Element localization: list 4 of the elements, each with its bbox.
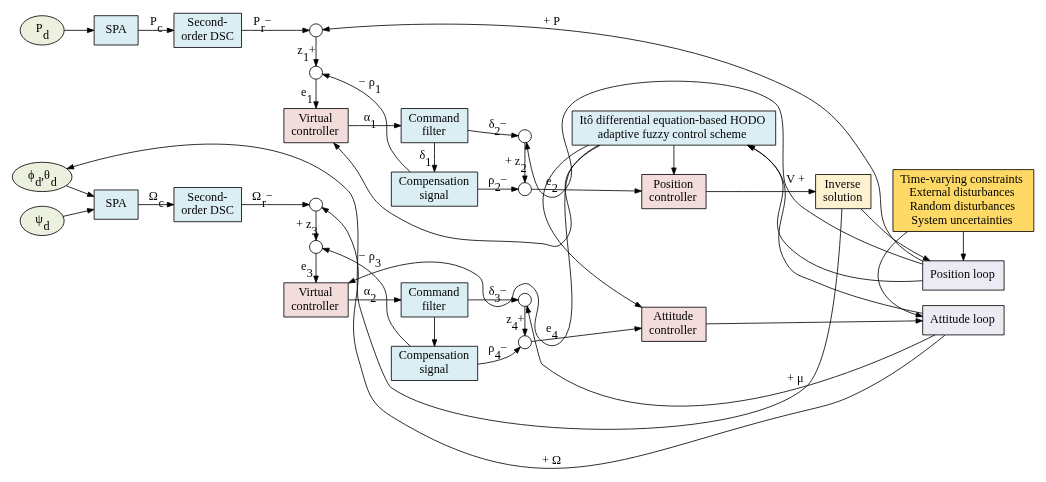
edge-label: + P (543, 13, 560, 28)
edge-label: + Ω (542, 452, 562, 467)
edge-label: V + (786, 171, 805, 186)
edge-label: + μ (787, 371, 804, 386)
